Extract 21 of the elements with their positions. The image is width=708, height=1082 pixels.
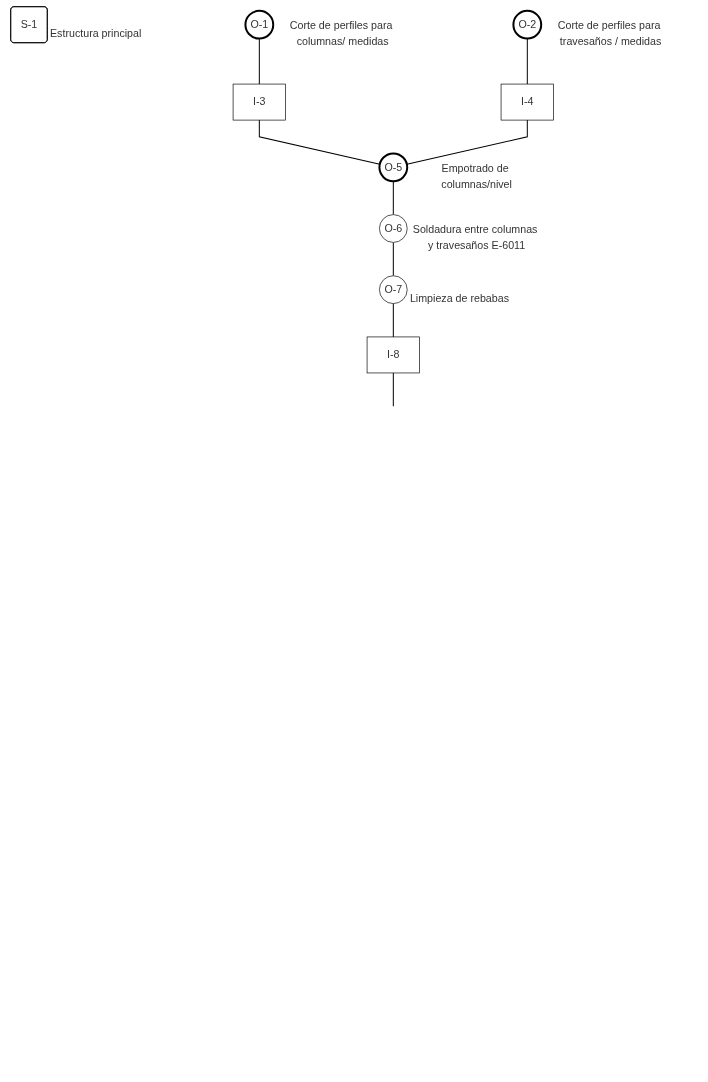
connector <box>406 119 528 165</box>
node-label: Soldadura entre columnas y travesaños E-6011 <box>412 223 538 252</box>
connector <box>392 372 394 407</box>
node-label: Corte de perfiles para travesaños / medidas <box>557 20 662 48</box>
connector <box>526 38 528 85</box>
node-label: Corte de perfiles para columnas/ medidas <box>289 20 393 48</box>
node-circle: O-5 <box>378 152 409 183</box>
node-circle: O-6 <box>379 214 408 243</box>
connector <box>258 38 260 85</box>
connector <box>392 180 394 216</box>
node-box: I-3 <box>232 83 286 121</box>
node-circle: O-7 <box>379 275 408 304</box>
node-label: Limpieza de rebabas <box>409 293 509 305</box>
node-label: Empotrado de columnas/nivel <box>441 162 512 191</box>
connector <box>392 241 394 277</box>
connector <box>392 303 394 338</box>
node-label: Estructura principal <box>49 28 142 40</box>
node-circle: O-1 <box>244 9 275 40</box>
node-box: I-8 <box>366 336 420 374</box>
node-circle: O-2 <box>512 9 543 40</box>
node-box: I-4 <box>500 83 554 121</box>
